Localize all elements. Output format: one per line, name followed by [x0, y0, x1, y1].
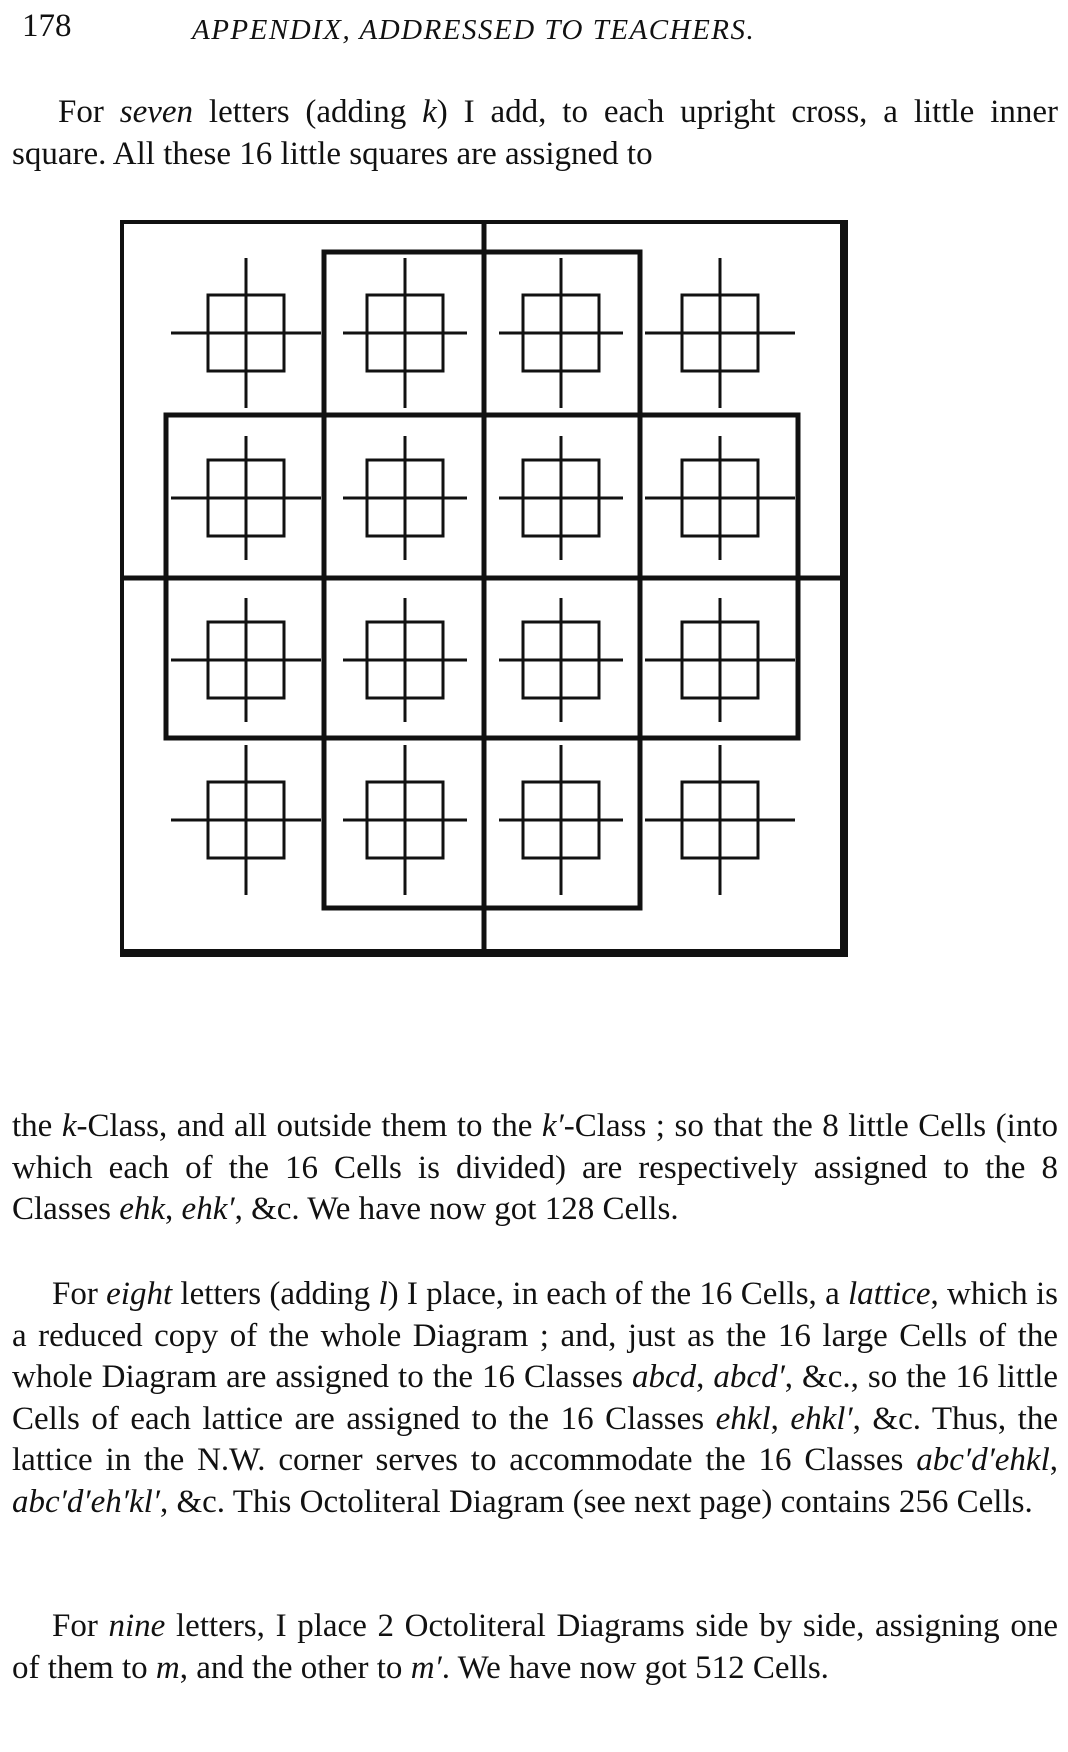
inner-little-square: [206, 458, 286, 538]
inner-little-square: [521, 620, 601, 700]
cell-cross-3-1: [171, 598, 321, 722]
running-header: 178 APPENDIX, ADDRESSED TO TEACHERS.: [22, 4, 1052, 50]
inner-little-square: [680, 620, 760, 700]
cell-cross-2-2: [343, 436, 467, 560]
inner-little-square: [365, 620, 445, 700]
cell-cross-1-3: [499, 258, 623, 408]
cell-cross-1-2: [343, 258, 467, 408]
paragraph-k-class: the k-Class, and all outside them to the…: [12, 1108, 1058, 1227]
paragraph-seven-letters: For seven letters (adding k) I add, to e…: [12, 94, 1059, 172]
cell-cross-4-3: [499, 745, 623, 895]
paragraph-eight-letters: For eight letters (adding l) I place, in…: [12, 1276, 1059, 1520]
cell-cross-2-4: [645, 436, 795, 560]
cell-cross-1-1: [171, 258, 321, 408]
cell-cross-2-1: [171, 436, 321, 560]
cell-cross-4-2: [343, 745, 467, 895]
septiliteral-diagram: [120, 220, 848, 957]
inner-little-square: [206, 620, 286, 700]
page-number: 178: [22, 8, 72, 44]
cell-cross-4-4: [645, 745, 795, 895]
cell-cross-3-3: [499, 598, 623, 722]
inner-little-square: [365, 780, 445, 860]
inner-little-square: [680, 458, 760, 538]
inner-little-square: [521, 293, 601, 373]
inner-tall-rectangle: [321, 249, 643, 911]
inner-little-square: [521, 780, 601, 860]
cell-cross-1-4: [645, 258, 795, 408]
inner-little-square: [206, 780, 286, 860]
inner-little-square: [206, 293, 286, 373]
inner-wide-rectangle: [163, 412, 801, 741]
cell-cross-2-3: [499, 436, 623, 560]
paragraph-nine-letters: For nine letters, I place 2 Octoliteral …: [12, 1608, 1058, 1686]
inner-little-square: [365, 458, 445, 538]
inner-little-square: [521, 458, 601, 538]
inner-little-square: [680, 780, 760, 860]
inner-little-square: [680, 293, 760, 373]
running-title: APPENDIX, ADDRESSED TO TEACHERS.: [192, 14, 756, 46]
cell-cross-4-1: [171, 745, 321, 895]
inner-little-square: [365, 293, 445, 373]
cell-cross-3-2: [343, 598, 467, 722]
cell-cross-3-4: [645, 598, 795, 722]
